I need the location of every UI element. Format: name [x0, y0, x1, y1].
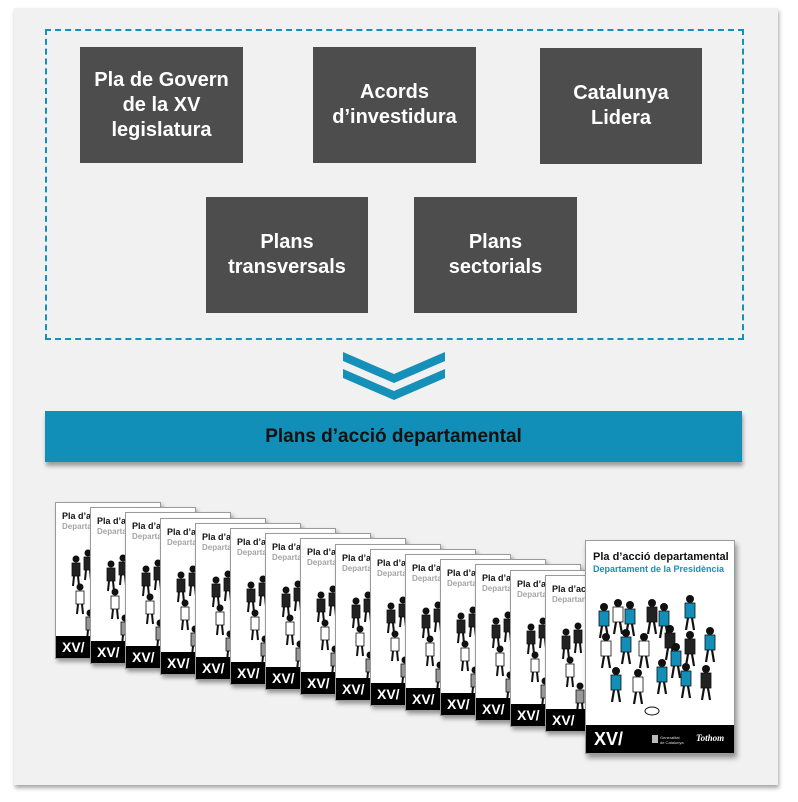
cover-title: Pla d’ac — [202, 531, 237, 542]
cover-subtitle: Departar — [307, 558, 340, 568]
cover-subtitle: Departar — [202, 542, 235, 552]
box-plans-transversals: Plans transversals — [206, 197, 368, 313]
cover-title: Pla d’ac — [377, 557, 412, 568]
brand-logo: Tothom — [696, 733, 725, 743]
cover-subtitle: Departar — [482, 584, 515, 594]
plans-accio-banner: Plans d’acció departamental — [45, 411, 742, 462]
double-chevron-down-icon — [343, 352, 445, 400]
crowd-illustration-icon — [598, 595, 716, 716]
box-plans-sectorials: Plans sectorials — [414, 197, 577, 313]
cover-subtitle: Departar — [132, 532, 165, 542]
cover-subtitle: Departar — [412, 574, 445, 583]
generalitat-logo-text: Generalitat de Catalunya — [660, 735, 684, 745]
cover-title: Pla d’ac — [517, 578, 552, 589]
cover-subtitle: Departar — [342, 563, 375, 573]
banner-label: Plans d’acció departamental — [265, 425, 522, 447]
cover-subtitle: Departar — [167, 537, 200, 547]
cover-title: Pla d’ac — [272, 542, 307, 553]
sources-group — [45, 29, 744, 340]
cover-title: Pla d’ac — [167, 526, 202, 537]
featured-cover-footer: XV/ Generalitat de Catalunya Tothom — [586, 725, 734, 753]
cover-subtitle: Departar — [552, 594, 585, 604]
cover-title: Pla d’ac — [342, 552, 377, 563]
cover-title: Pla d’ac — [447, 568, 482, 579]
cover-subtitle: Departar — [447, 579, 480, 589]
cover-subtitle: Departar — [237, 548, 270, 557]
featured-cover: Pla d’acció departamental Departament de… — [585, 540, 735, 754]
cover-title: Pla d’ac — [552, 583, 587, 594]
box-acords-investidura: Acords d’investidura — [313, 47, 476, 163]
xv-logo: XV/ — [594, 729, 624, 749]
generalitat-logo-icon — [652, 735, 658, 743]
cover-subtitle: Departar — [272, 553, 305, 563]
cover-subtitle: Departar — [517, 589, 550, 599]
box-catalunya-lidera: Catalunya Lidera — [540, 48, 702, 164]
cover-title: Pla d’ac — [97, 516, 132, 527]
cover-title: Pla d’ac — [412, 563, 447, 573]
featured-cover-title: Pla d’acció departamental — [593, 551, 729, 563]
cover-title: Pla d’ac — [62, 511, 97, 521]
cover-subtitle: Departar — [97, 527, 130, 537]
cover-subtitle: Departar — [62, 522, 95, 531]
box-pla-de-govern: Pla de Govern de la XV legislatura — [80, 47, 243, 163]
cover-subtitle: Departar — [377, 568, 410, 578]
featured-cover-subtitle: Departament de la Presidència — [593, 564, 725, 574]
cover-title: Pla d’ac — [482, 573, 517, 584]
cover-title: Pla d’ac — [237, 537, 272, 547]
cover-title: Pla d’ac — [307, 547, 342, 558]
cover-title: Pla d’ac — [132, 521, 167, 532]
